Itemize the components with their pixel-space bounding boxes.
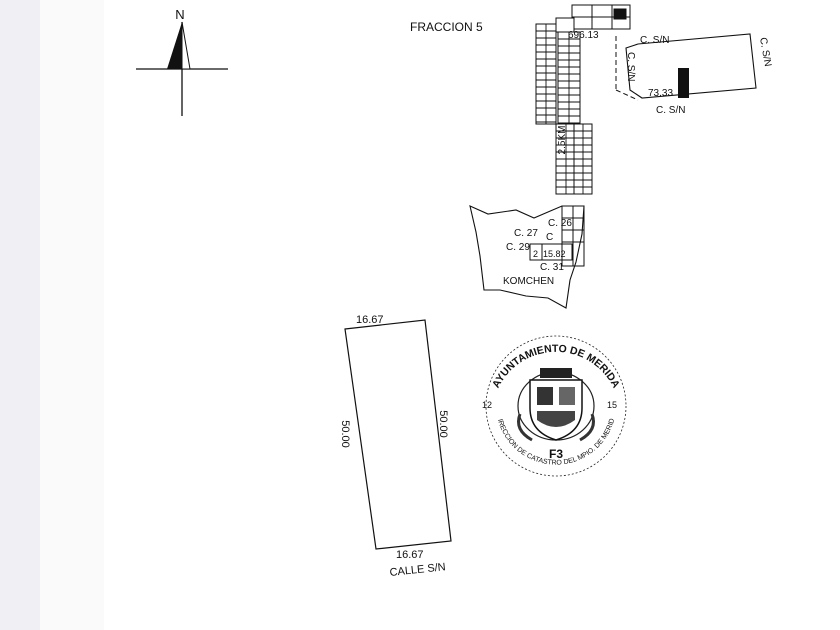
parcel-dim-bottom: 73.33: [648, 88, 673, 99]
parcel-street-top: C. S/N: [640, 35, 669, 46]
parcel-block: [625, 33, 757, 99]
plot-dim-top: 16.67: [356, 314, 384, 326]
parcel-street-bottom: C. S/N: [656, 105, 685, 116]
north-label: N: [175, 7, 184, 22]
subject-plot: [344, 319, 452, 550]
plot-dim-bottom: 16.67: [396, 549, 424, 561]
page-margin: [40, 0, 104, 630]
street-26-label: C. 26: [548, 218, 572, 229]
komchen-town: [469, 205, 585, 309]
parcel-street-right: C. S/N: [757, 37, 773, 68]
street-27-label: C. 27: [514, 228, 538, 239]
north-arrow-icon: [136, 21, 228, 116]
street-31-label: C. 31: [540, 262, 564, 273]
parcel-street-left: C. S/N: [625, 52, 636, 81]
lot-grid: [536, 24, 592, 194]
document-page: [104, 0, 840, 630]
street-c-label: C: [546, 232, 553, 243]
parcel-dim-top: 696.13: [568, 30, 599, 41]
plot-dim-right: 50.00: [437, 410, 449, 438]
street-29-label: C. 29: [506, 242, 530, 253]
seal-code: F3: [549, 447, 563, 461]
parcel-marker: [678, 68, 689, 98]
street-label: CALLE S/N: [389, 561, 446, 579]
viewer-left-gutter: [0, 0, 40, 630]
seal-left-number: 12: [482, 400, 492, 410]
seal-right-number: 15: [607, 400, 617, 410]
coat-of-arms-icon: [517, 368, 595, 442]
town-name: KOMCHEN: [503, 276, 554, 287]
fraction-label: FRACCION 5: [410, 20, 483, 34]
block-number: 2: [533, 249, 538, 259]
block-dimension: 15.82: [543, 249, 566, 259]
plot-dim-left: 50.00: [339, 420, 351, 448]
road-distance-label: 2.5KM: [557, 126, 568, 155]
